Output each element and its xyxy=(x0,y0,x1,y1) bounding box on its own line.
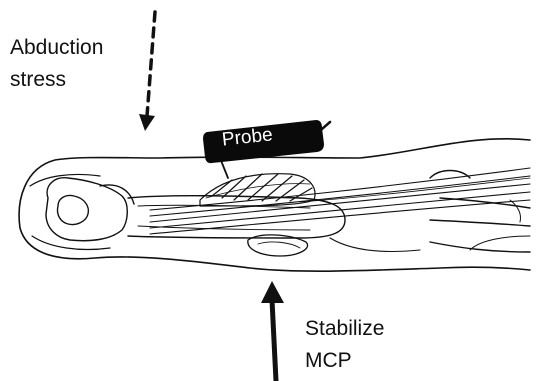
abduction-label-line-2: stress xyxy=(10,64,103,96)
stabilize-mcp-arrow xyxy=(261,281,284,381)
collateral-ligament xyxy=(200,174,315,206)
abduction-stress-arrow xyxy=(139,12,155,131)
abduction-label-line-1: Abduction xyxy=(10,32,103,64)
stabilize-mcp-label: Stabilize MCP xyxy=(305,313,384,377)
distal-phalanx xyxy=(46,178,134,241)
stabilize-label-line-2: MCP xyxy=(305,345,384,377)
stabilize-label-line-1: Stabilize xyxy=(305,313,384,345)
metacarpal xyxy=(430,171,530,253)
abduction-stress-label: Abduction stress xyxy=(10,32,103,96)
